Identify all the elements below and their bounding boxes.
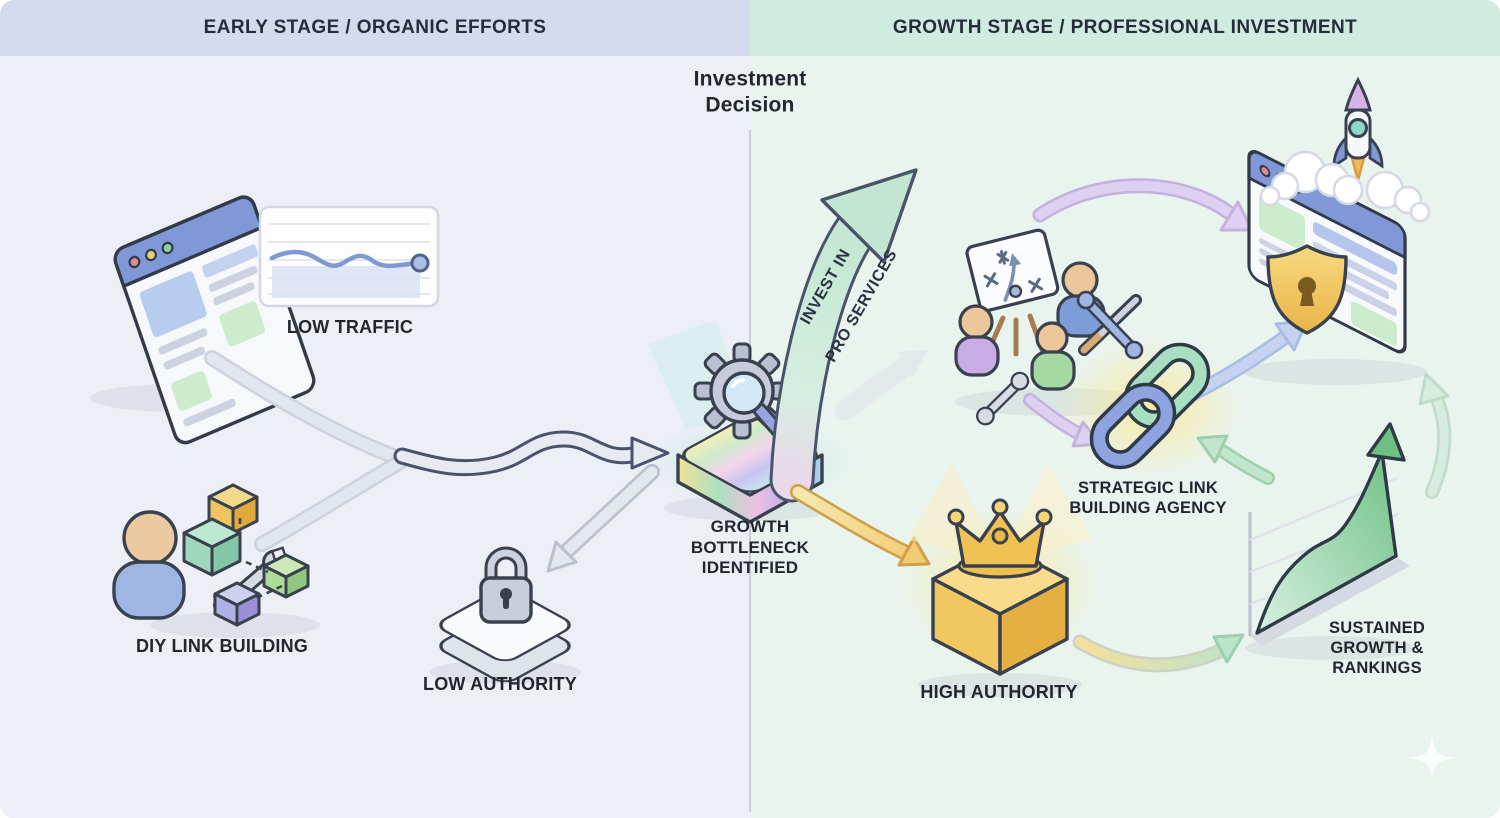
background-arrow bbox=[835, 350, 928, 420]
browser-dot-red bbox=[1259, 164, 1271, 178]
traffic-endpoint-dot bbox=[410, 253, 430, 273]
merge-arrowhead bbox=[630, 436, 670, 470]
team-member-green bbox=[1030, 321, 1076, 391]
early-stage-title: EARLY STAGE / ORGANIC EFFORTS bbox=[203, 17, 547, 38]
diy-builder-icon bbox=[112, 483, 310, 627]
arrow-chart-to-agency bbox=[1196, 434, 1275, 485]
shield-icon bbox=[1266, 244, 1348, 335]
strategic-agency-label: STRATEGIC LINK BUILDING AGENCY bbox=[1069, 478, 1227, 517]
whiteboard-icon bbox=[965, 228, 1060, 313]
smoke-clouds bbox=[1259, 150, 1431, 223]
flat-traffic-line bbox=[269, 249, 421, 269]
sparkle-icon bbox=[1410, 736, 1454, 780]
high-authority-label: HIGH AUTHORITY bbox=[920, 682, 1078, 703]
early-stage-header: EARLY STAGE / ORGANIC EFFORTS bbox=[0, 0, 750, 56]
authority-pedestal bbox=[439, 588, 571, 683]
team-icon bbox=[954, 228, 1144, 426]
merge-arrow bbox=[204, 350, 670, 552]
gear-magnifier-icon bbox=[693, 342, 791, 441]
arrow-to-high-authority bbox=[790, 484, 931, 567]
sustained-growth-label: SUSTAINED GROWTH & RANKINGS bbox=[1329, 618, 1425, 678]
arrow-team-to-rocket bbox=[1032, 178, 1254, 232]
chart-arrowhead bbox=[1366, 422, 1406, 462]
browser-dot-green bbox=[161, 241, 174, 255]
browser-dot-yellow bbox=[145, 248, 157, 262]
padlock-icon bbox=[479, 546, 533, 624]
small-wrench-icon bbox=[976, 371, 1030, 426]
growth-chart-icon bbox=[1248, 422, 1410, 646]
low-traffic-chart bbox=[258, 205, 440, 308]
growth-bottleneck-label: GROWTH BOTTLENECK IDENTIFIED bbox=[690, 516, 810, 578]
low-traffic-label: LOW TRAFFIC bbox=[286, 317, 414, 338]
cube-connectors bbox=[238, 518, 283, 602]
team-member-purple bbox=[954, 304, 1000, 377]
growth-stage-header: GROWTH STAGE / PROFESSIONAL INVESTMENT bbox=[750, 0, 1500, 56]
low-authority-label: LOW AUTHORITY bbox=[423, 674, 577, 695]
link-cubes-icon bbox=[182, 483, 310, 627]
arrow-authority-to-chart bbox=[1072, 633, 1245, 673]
growth-stage-title: GROWTH STAGE / PROFESSIONAL INVESTMENT bbox=[892, 17, 1358, 38]
early-stage-background bbox=[0, 0, 750, 818]
rocket-icon bbox=[1332, 76, 1384, 185]
diy-link-building-label: DIY LINK BUILDING bbox=[135, 636, 309, 657]
chain-link-icon bbox=[1089, 342, 1211, 470]
browser-dot-red bbox=[128, 255, 141, 269]
crossed-tools-icon bbox=[1076, 290, 1144, 360]
team-member-blue bbox=[1056, 261, 1106, 338]
rocket-browser-icon bbox=[1247, 76, 1431, 354]
arrow-to-low-authority bbox=[546, 464, 660, 573]
arrow-chart-to-rocket bbox=[1418, 372, 1452, 499]
investment-decision-title: Investment Decision bbox=[693, 67, 807, 116]
invest-arrow bbox=[769, 168, 918, 503]
crown-icon bbox=[947, 498, 1053, 579]
